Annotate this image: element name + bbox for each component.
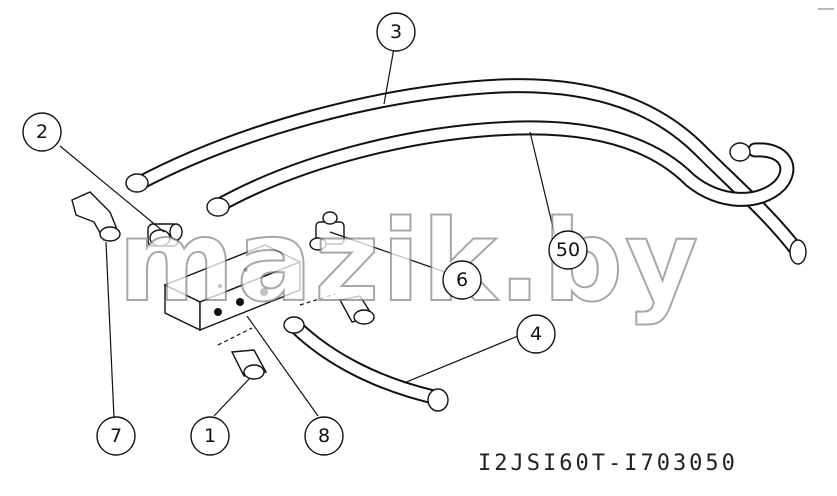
hose-3 xyxy=(125,78,807,265)
tee-fitting-2 xyxy=(147,223,183,247)
callout-50-label: 50 xyxy=(556,239,580,261)
hose-4-fitting xyxy=(427,388,449,412)
callout-2: 2 xyxy=(22,112,62,152)
leader-6 xyxy=(329,231,449,274)
plug-fitting-1 xyxy=(230,349,268,380)
callout-3: 3 xyxy=(376,12,416,52)
callout-8: 8 xyxy=(304,416,344,456)
callout-6: 6 xyxy=(442,260,482,300)
leader-7 xyxy=(105,241,115,419)
callout-1-label: 1 xyxy=(204,425,216,447)
leader-50 xyxy=(529,131,557,241)
leader-3 xyxy=(383,47,395,105)
manifold-block xyxy=(163,244,302,332)
hose-4 xyxy=(283,316,449,412)
elbow-fitting-6 xyxy=(309,211,345,251)
callout-1: 1 xyxy=(190,416,230,456)
leader-4 xyxy=(403,335,519,384)
elbow-fitting-7 xyxy=(71,191,121,242)
callout-6-label: 6 xyxy=(456,269,468,291)
drawing-code: I2JSI60T-I703050 xyxy=(478,451,738,476)
hose-50 xyxy=(206,120,795,217)
leader-2 xyxy=(59,145,165,233)
hose-3-fitting xyxy=(125,173,149,193)
callout-8-label: 8 xyxy=(318,425,330,447)
plug-fitting-right xyxy=(338,295,376,325)
callout-7: 7 xyxy=(96,416,136,456)
callout-50: 50 xyxy=(548,230,588,270)
leader-1 xyxy=(213,377,251,417)
leader-8 xyxy=(246,315,319,417)
callout-4-label: 4 xyxy=(530,323,542,345)
callout-7-label: 7 xyxy=(110,425,122,447)
callout-4: 4 xyxy=(516,314,556,354)
hose-50-fitting xyxy=(206,197,230,217)
callout-2-label: 2 xyxy=(36,121,48,143)
watermark: mazik.by xyxy=(118,197,700,327)
callout-3-label: 3 xyxy=(390,21,402,43)
